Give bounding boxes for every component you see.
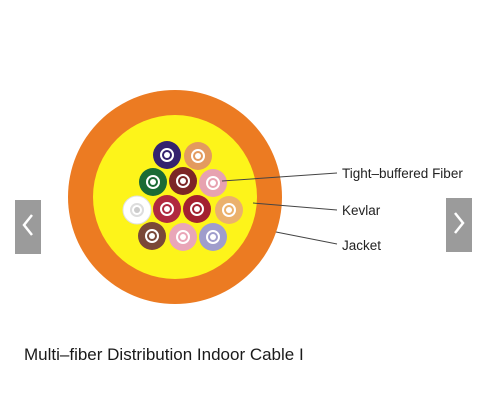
jacket-label: Jacket bbox=[342, 238, 382, 253]
fiber-pink bbox=[169, 223, 197, 251]
fiber-orange bbox=[184, 142, 212, 170]
kevlar-label: Kevlar bbox=[342, 203, 381, 218]
fiber-label: Tight–buffered Fiber bbox=[342, 166, 463, 181]
fiber-white bbox=[122, 195, 152, 225]
jacket-leader-line bbox=[275, 231, 338, 245]
fiber-brown-top bbox=[169, 167, 197, 195]
fiber-red bbox=[153, 195, 181, 223]
fiber-blue bbox=[153, 141, 181, 169]
fiber-pink-top bbox=[199, 169, 227, 197]
chevron-right-icon bbox=[452, 211, 466, 240]
previous-image-button[interactable] bbox=[15, 200, 41, 254]
fiber-violet bbox=[199, 223, 227, 251]
diagram-caption: Multi–fiber Distribution Indoor Cable I bbox=[24, 345, 304, 364]
next-image-button[interactable] bbox=[446, 198, 472, 252]
kevlar-leader-line bbox=[252, 202, 338, 211]
fiber-green bbox=[139, 168, 167, 196]
leader-lines bbox=[221, 172, 338, 245]
chevron-left-icon bbox=[21, 213, 35, 242]
fiber-brown bbox=[138, 222, 166, 250]
fiber-red-dark bbox=[183, 195, 211, 223]
fiber-leader-line bbox=[221, 172, 338, 182]
fiber-orange-right bbox=[215, 196, 243, 224]
